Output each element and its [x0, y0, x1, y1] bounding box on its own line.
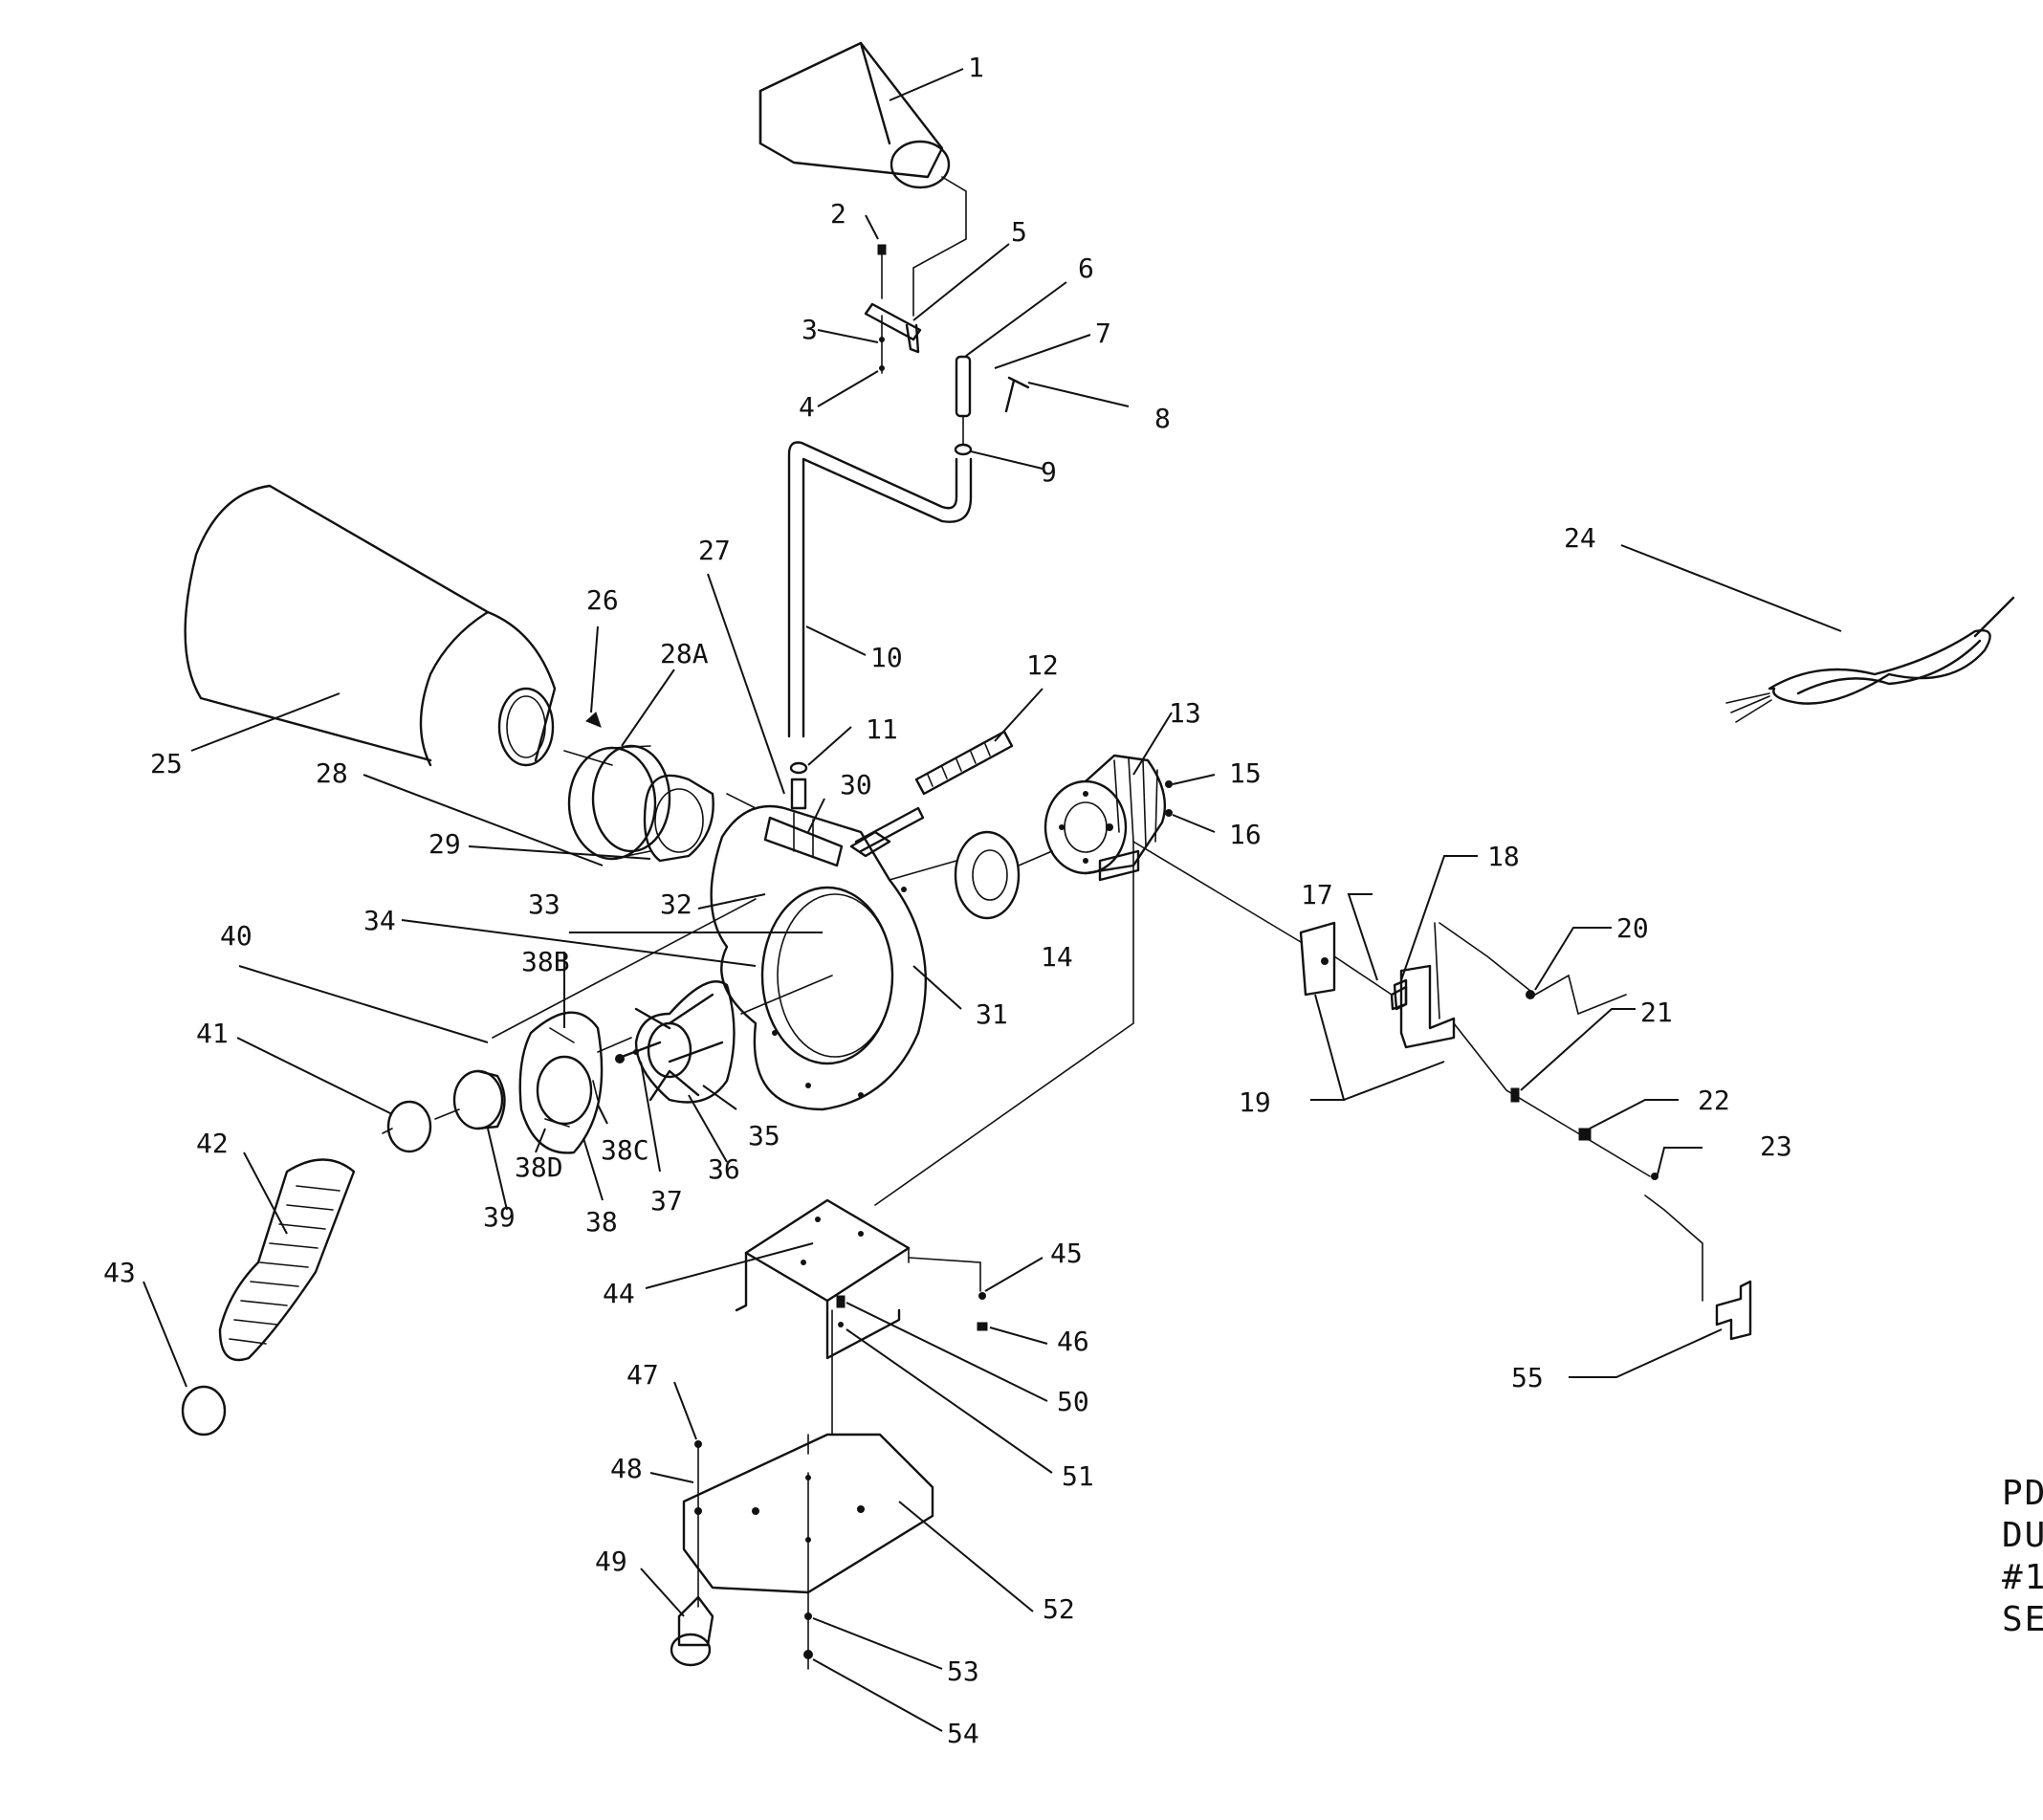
- corner-text-line-1: PD: [2002, 1474, 2043, 1513]
- callout-42: 42: [196, 1128, 229, 1159]
- part-2-5-bracket: [864, 244, 922, 374]
- part-26-29-inlet: [567, 712, 714, 863]
- callout-13: 13: [1169, 697, 1201, 729]
- callout-7: 7: [1095, 318, 1111, 349]
- callout-54: 54: [947, 1718, 979, 1749]
- callout-4: 4: [799, 391, 815, 423]
- part-11-30-nut: [789, 761, 808, 810]
- part-15-16-screws: [1165, 780, 1173, 817]
- callout-labels: 1 2 3 4 5 6 7 8 9 10 11 12 13 14 15 16 1…: [103, 52, 1792, 1749]
- callout-23: 23: [1760, 1130, 1792, 1162]
- callout-27: 27: [698, 535, 731, 566]
- callout-36: 36: [708, 1153, 740, 1185]
- callout-8: 8: [1154, 403, 1171, 434]
- part-6-9-sleeve: [954, 355, 1030, 456]
- callout-44: 44: [603, 1278, 635, 1309]
- callout-34: 34: [363, 905, 396, 936]
- part-44-bracket: [735, 1198, 911, 1360]
- callout-6: 6: [1078, 252, 1094, 284]
- callout-9: 9: [1041, 456, 1057, 488]
- callout-32: 32: [660, 888, 692, 920]
- callout-53: 53: [947, 1656, 979, 1687]
- callout-48: 48: [610, 1453, 643, 1484]
- callout-55: 55: [1511, 1362, 1544, 1393]
- callout-39: 39: [483, 1201, 516, 1233]
- callout-47: 47: [626, 1359, 659, 1391]
- callout-25: 25: [150, 748, 183, 779]
- part-36-37-bolt: [615, 1041, 662, 1063]
- part-47-49-caster: [670, 1440, 714, 1667]
- part-41-43-hose: [181, 1100, 432, 1436]
- callout-12: 12: [1026, 649, 1059, 681]
- callout-46: 46: [1057, 1326, 1089, 1357]
- callout-10: 10: [870, 642, 903, 673]
- callout-43: 43: [103, 1257, 136, 1288]
- callout-28a: 28A: [660, 638, 709, 669]
- callout-49: 49: [595, 1546, 627, 1577]
- part-45-51-fasteners: [836, 1292, 988, 1331]
- callout-41: 41: [196, 1018, 229, 1049]
- callout-18: 18: [1487, 841, 1520, 872]
- callout-52: 52: [1043, 1593, 1075, 1625]
- callout-38d: 38D: [515, 1151, 563, 1183]
- callout-38b: 38B: [521, 946, 570, 977]
- callout-50: 50: [1057, 1386, 1089, 1417]
- part-10-handle: [787, 441, 973, 738]
- corner-text-line-4: SE: [2002, 1600, 2043, 1639]
- part-12-spring: [854, 730, 1014, 853]
- callout-51: 51: [1062, 1460, 1094, 1492]
- callout-22: 22: [1698, 1085, 1730, 1116]
- assembly-lines: [382, 750, 1651, 1670]
- callout-19: 19: [1239, 1086, 1271, 1118]
- callout-1: 1: [968, 52, 984, 83]
- callout-17: 17: [1301, 879, 1333, 910]
- callout-26: 26: [586, 584, 619, 616]
- part-39-cap: [452, 1069, 506, 1130]
- callout-29: 29: [428, 828, 461, 860]
- callout-30: 30: [840, 769, 872, 800]
- part-25-bag: [184, 484, 557, 767]
- callout-20: 20: [1616, 912, 1649, 944]
- part-38-plate: [518, 1011, 604, 1154]
- corner-text-line-3: #1: [2002, 1558, 2043, 1597]
- callout-2: 2: [830, 198, 846, 230]
- callout-31: 31: [976, 998, 1008, 1030]
- callout-14: 14: [1041, 941, 1073, 973]
- callout-24: 24: [1564, 522, 1596, 554]
- corner-text-line-2: DU: [2002, 1516, 2043, 1555]
- callout-45: 45: [1050, 1238, 1083, 1269]
- callout-16: 16: [1229, 819, 1262, 850]
- callout-11: 11: [866, 713, 898, 745]
- callout-5: 5: [1011, 216, 1027, 248]
- callout-3: 3: [802, 314, 818, 345]
- callout-15: 15: [1229, 757, 1262, 789]
- part-24-cord: [1725, 596, 2015, 723]
- leader-lines: [143, 68, 1842, 1732]
- callout-28: 28: [316, 757, 348, 789]
- part-35-impeller: [634, 980, 736, 1104]
- part-14-flange: [954, 830, 1021, 920]
- part-1-hood: [758, 41, 967, 317]
- part-17-23-switch: [1299, 921, 1752, 1341]
- callout-40: 40: [220, 920, 253, 952]
- corner-text-block: PD DU #1 SE: [2002, 1474, 2043, 1639]
- callout-33: 33: [528, 888, 560, 920]
- part-13-motor: [1043, 754, 1166, 882]
- callout-37: 37: [650, 1185, 683, 1217]
- part-31-blower-housing: [710, 804, 927, 1111]
- callout-38: 38: [585, 1206, 618, 1238]
- callout-35: 35: [748, 1120, 780, 1151]
- callout-38c: 38C: [601, 1134, 649, 1166]
- callout-21: 21: [1640, 997, 1673, 1028]
